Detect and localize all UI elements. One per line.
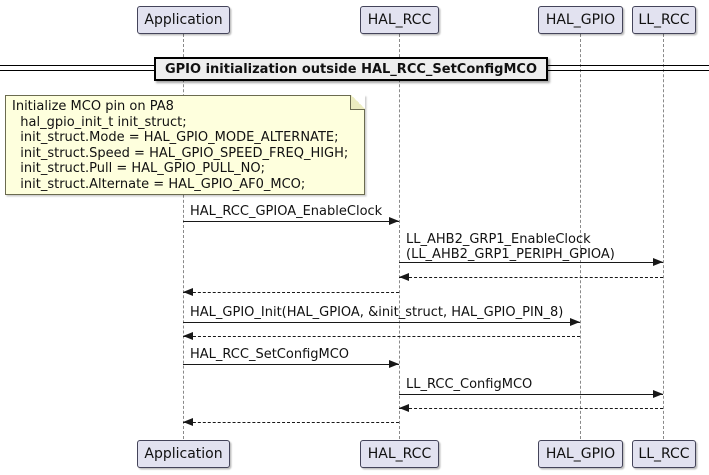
message-8-label: LL_RCC_ConfigMCO	[406, 377, 533, 392]
divider-title: GPIO initialization outside HAL_RCC_SetC…	[154, 57, 548, 81]
message-4-return-arrow	[183, 288, 399, 296]
message-5-arrow	[183, 318, 580, 326]
message-9-return-arrow	[399, 404, 663, 412]
participant-hal-gpio-bottom: HAL_GPIO	[538, 440, 623, 468]
message-1-label: HAL_RCC_GPIOA_EnableClock	[190, 204, 383, 219]
arrowhead-right-icon	[389, 360, 399, 368]
message-2-label: LL_AHB2_GRP1_EnableClock (LL_AHB2_GRP1_P…	[406, 232, 615, 262]
mco-init-note: Initialize MCO pin on PA8 hal_gpio_init_…	[5, 95, 365, 195]
participant-hal-gpio-top: HAL_GPIO	[538, 6, 623, 34]
note-line: init_struct.Pull = HAL_GPIO_PULL_NO;	[12, 161, 265, 176]
participant-ll-rcc-bottom: LL_RCC	[632, 440, 696, 468]
message-3-return-arrow	[399, 273, 663, 281]
message-1-arrow	[183, 217, 399, 225]
message-10-return-arrow	[183, 418, 399, 426]
message-8-arrow	[399, 390, 663, 398]
lifeline-application	[183, 34, 184, 439]
arrowhead-right-icon	[570, 318, 580, 326]
participant-ll-rcc-top: LL_RCC	[632, 6, 696, 34]
participant-hal-rcc-bottom: HAL_RCC	[360, 440, 439, 468]
participant-application-bottom: Application	[137, 440, 230, 468]
lifeline-hal-rcc	[399, 34, 400, 439]
message-6-return-arrow	[183, 332, 580, 340]
note-line: Initialize MCO pin on PA8	[12, 99, 174, 114]
arrowhead-right-icon	[653, 390, 663, 398]
arrowhead-left-icon	[183, 288, 193, 296]
message-5-label: HAL_GPIO_Init(HAL_GPIOA, &init_struct, H…	[190, 305, 564, 320]
lifeline-hal-gpio	[580, 34, 581, 439]
arrowhead-left-icon	[399, 273, 409, 281]
note-line: init_struct.Speed = HAL_GPIO_SPEED_FREQ_…	[12, 145, 349, 161]
message-7-label: HAL_RCC_SetConfigMCO	[190, 347, 350, 362]
message-2-arrow	[399, 258, 663, 266]
message-7-arrow	[183, 360, 399, 368]
arrowhead-right-icon	[653, 258, 663, 266]
lifeline-ll-rcc	[663, 34, 664, 439]
note-fold-corner-icon	[350, 95, 365, 110]
arrowhead-right-icon	[389, 217, 399, 225]
note-line: hal_gpio_init_t init_struct;	[12, 114, 187, 130]
participant-hal-rcc-top: HAL_RCC	[360, 6, 439, 34]
arrowhead-left-icon	[183, 332, 193, 340]
arrowhead-left-icon	[399, 404, 409, 412]
note-line: init_struct.Mode = HAL_GPIO_MODE_ALTERNA…	[12, 130, 339, 145]
participant-application-top: Application	[137, 6, 230, 34]
arrowhead-left-icon	[183, 418, 193, 426]
note-line: init_struct.Alternate = HAL_GPIO_AF0_MCO…	[12, 176, 306, 192]
